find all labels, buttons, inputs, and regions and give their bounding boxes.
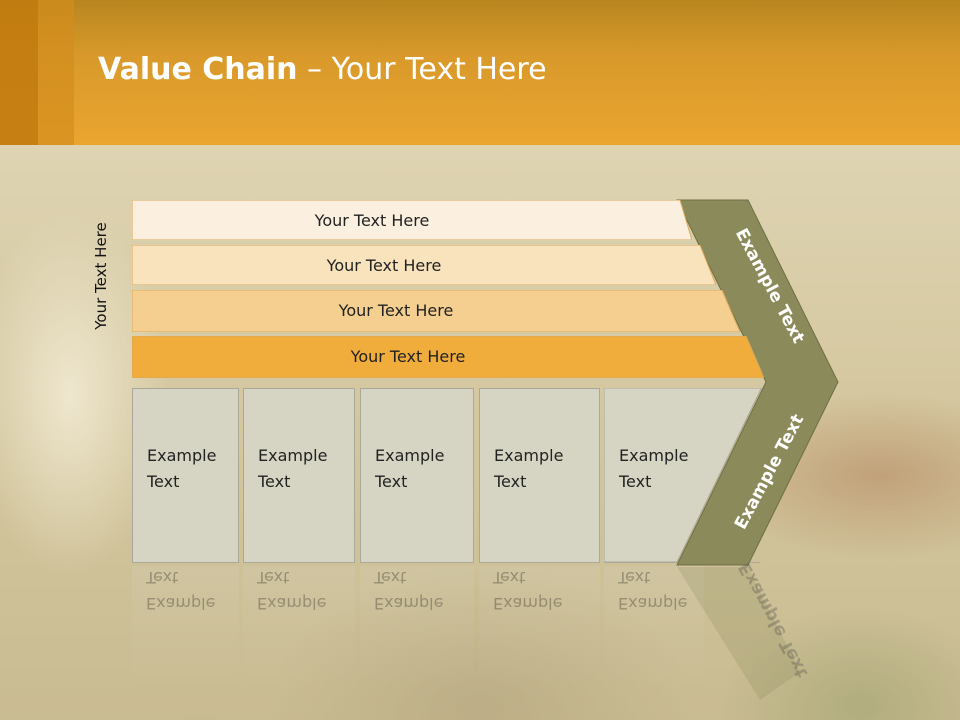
example-box-5: Example Text xyxy=(604,388,762,563)
box-3-reflection: Example Text xyxy=(360,566,474,686)
refl-2-line1: Example xyxy=(257,594,327,613)
stripe-4: Your Text Here xyxy=(132,336,764,378)
box-1-reflection: Example Text xyxy=(132,566,239,686)
title-rest: – Your Text Here xyxy=(297,52,547,87)
box-5-reflection: Example Text xyxy=(604,566,704,686)
refl-3-line2: Text xyxy=(374,568,407,587)
refl-2-line2: Text xyxy=(257,568,290,587)
header-band: Value Chain – Your Text Here xyxy=(0,0,960,145)
box-4-line1: Example xyxy=(494,446,564,465)
refl-5-line1: Example xyxy=(618,594,688,613)
box-5-line1: Example xyxy=(619,446,689,465)
box-1-line1: Example xyxy=(147,446,217,465)
example-box-3: Example Text xyxy=(360,388,474,563)
box-4-line2: Text xyxy=(494,472,527,491)
refl-3-line1: Example xyxy=(374,594,444,613)
box-3-line2: Text xyxy=(375,472,408,491)
refl-1-line1: Example xyxy=(146,594,216,613)
stripe-1-text: Your Text Here xyxy=(314,210,430,230)
box-1-line2: Text xyxy=(147,472,180,491)
slide-title: Value Chain – Your Text Here xyxy=(98,52,547,87)
box-3-line1: Example xyxy=(375,446,445,465)
refl-1-line2: Text xyxy=(146,568,179,587)
stripe-3-text: Your Text Here xyxy=(338,300,454,320)
stripe-1: Your Text Here xyxy=(132,200,692,240)
box-2-reflection: Example Text xyxy=(243,566,355,686)
stripe-2-text: Your Text Here xyxy=(326,255,442,275)
example-box-4: Example Text xyxy=(479,388,600,563)
header-accent-bar xyxy=(38,0,74,145)
box-5-line2: Text xyxy=(619,472,652,491)
box-2-line2: Text xyxy=(258,472,291,491)
refl-4-line1: Example xyxy=(493,594,563,613)
stripe-3: Your Text Here xyxy=(132,290,740,332)
box-2-line1: Example xyxy=(258,446,328,465)
box-4-reflection: Example Text xyxy=(479,566,600,686)
stripe-4-text: Your Text Here xyxy=(350,346,466,366)
refl-4-line2: Text xyxy=(493,568,526,587)
example-box-1: Example Text xyxy=(132,388,239,563)
refl-5-line2: Text xyxy=(618,568,651,587)
header-accent-bar xyxy=(0,0,38,145)
title-bold: Value Chain xyxy=(98,52,298,87)
stripe-2: Your Text Here xyxy=(132,245,716,285)
example-box-2: Example Text xyxy=(243,388,355,563)
side-label: Your Text Here xyxy=(92,222,110,330)
